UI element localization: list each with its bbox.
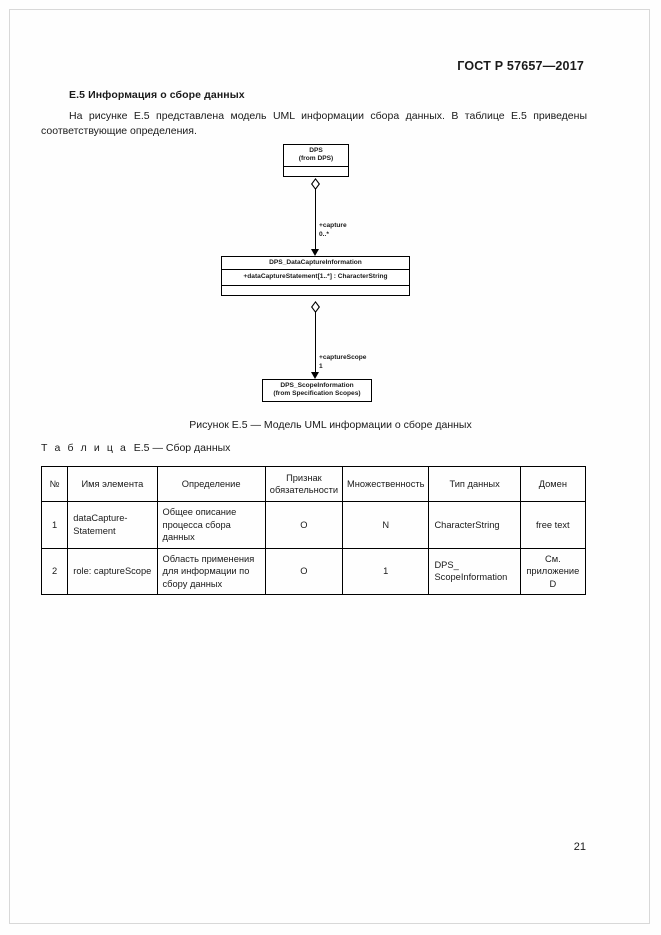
table-row: 2 role: captureScope Область применения … — [40, 547, 587, 595]
cell-obligation: О — [264, 501, 344, 549]
uml-class-dci-operations — [222, 284, 409, 295]
table-header-num: № — [40, 466, 69, 502]
table-header-type: Тип данных — [428, 466, 521, 502]
uml-class-dci-attribute: +dataCaptureStatement[1..*] : CharacterS… — [222, 269, 409, 284]
table-caption: Т а б л и ц а Е.5 — Сбор данных — [41, 442, 230, 454]
uml-diagram: DPS (from DPS) +capture 0..* DPS_DataCap… — [0, 130, 661, 420]
uml-class-dps-header: DPS (from DPS) — [284, 145, 348, 166]
uml-association-label-capturescope: +captureScope 1 — [319, 354, 366, 371]
figure-caption: Рисунок Е.5 — Модель UML информации о сб… — [189, 419, 472, 431]
page-frame — [9, 9, 650, 924]
cell-name: role: captureScope — [67, 547, 158, 595]
section-heading: Е.5 Информация о сборе данных — [69, 89, 245, 101]
uml-class-dsi-stereotype: (from Specification Scopes) — [273, 390, 361, 398]
arrow-head-icon — [311, 249, 319, 256]
table-caption-text: Е.5 — Сбор данных — [133, 442, 231, 454]
uml-role-capture: +capture — [319, 222, 347, 229]
uml-class-dps-stereotype: (from DPS) — [298, 155, 334, 163]
cell-num: 2 — [40, 547, 69, 595]
uml-class-dsi-header: DPS_ScopeInformation (from Specification… — [263, 380, 371, 401]
cell-domain: См. приложение D — [519, 547, 587, 595]
uml-class-dci-name: DPS_DataCaptureInformation — [269, 259, 362, 266]
uml-association-line-capture — [315, 186, 316, 254]
cell-definition: Область применения для информации по сбо… — [156, 547, 266, 595]
cell-multiplicity: 1 — [342, 547, 430, 595]
uml-class-datacaptureinformation: DPS_DataCaptureInformation +dataCaptureS… — [221, 256, 410, 296]
table-header-name: Имя элемента — [67, 466, 158, 502]
cell-type: DPS_ ScopeInformation — [428, 547, 521, 595]
data-table: № Имя элемента Определение Признак обяза… — [40, 466, 587, 595]
section-paragraph: На рисунке Е.5 представлена модель UML и… — [41, 110, 587, 137]
uml-multiplicity-capture: 0..* — [319, 230, 329, 238]
cell-multiplicity: N — [342, 501, 430, 549]
page-number: 21 — [573, 841, 586, 853]
uml-class-dsi-name: DPS_ScopeInformation — [280, 382, 354, 389]
table-header-definition: Определение — [156, 466, 266, 502]
cell-domain: free text — [519, 501, 587, 549]
table-header-row: № Имя элемента Определение Признак обяза… — [40, 466, 587, 502]
uml-class-dps-name: DPS — [309, 147, 323, 154]
uml-class-scopeinformation: DPS_ScopeInformation (from Specification… — [262, 379, 372, 402]
table-row: 1 dataCapture-Statement Общее описание п… — [40, 501, 587, 549]
uml-role-capturescope: +captureScope — [319, 354, 367, 361]
table-caption-label: Т а б л и ц а — [41, 442, 128, 454]
cell-obligation: О — [264, 547, 344, 595]
table-header-domain: Домен — [519, 466, 587, 502]
aggregation-diamond-icon — [311, 178, 320, 190]
aggregation-diamond-icon — [311, 301, 320, 313]
cell-definition: Общее описание процесса сбора данных — [156, 501, 266, 549]
uml-class-dps-attributes — [284, 165, 348, 176]
cell-num: 1 — [40, 501, 69, 549]
arrow-head-icon — [311, 372, 319, 379]
table-header-obligation: Признак обязательности — [264, 466, 344, 502]
table-header-multiplicity: Множественность — [342, 466, 430, 502]
standard-header: ГОСТ Р 57657—2017 — [457, 59, 584, 73]
cell-name: dataCapture-Statement — [67, 501, 158, 549]
uml-multiplicity-capturescope: 1 — [319, 362, 323, 370]
uml-association-label-capture: +capture 0..* — [319, 222, 347, 239]
cell-type: CharacterString — [428, 501, 521, 549]
uml-class-dps: DPS (from DPS) — [283, 144, 349, 177]
uml-association-line-capturescope — [315, 309, 316, 377]
